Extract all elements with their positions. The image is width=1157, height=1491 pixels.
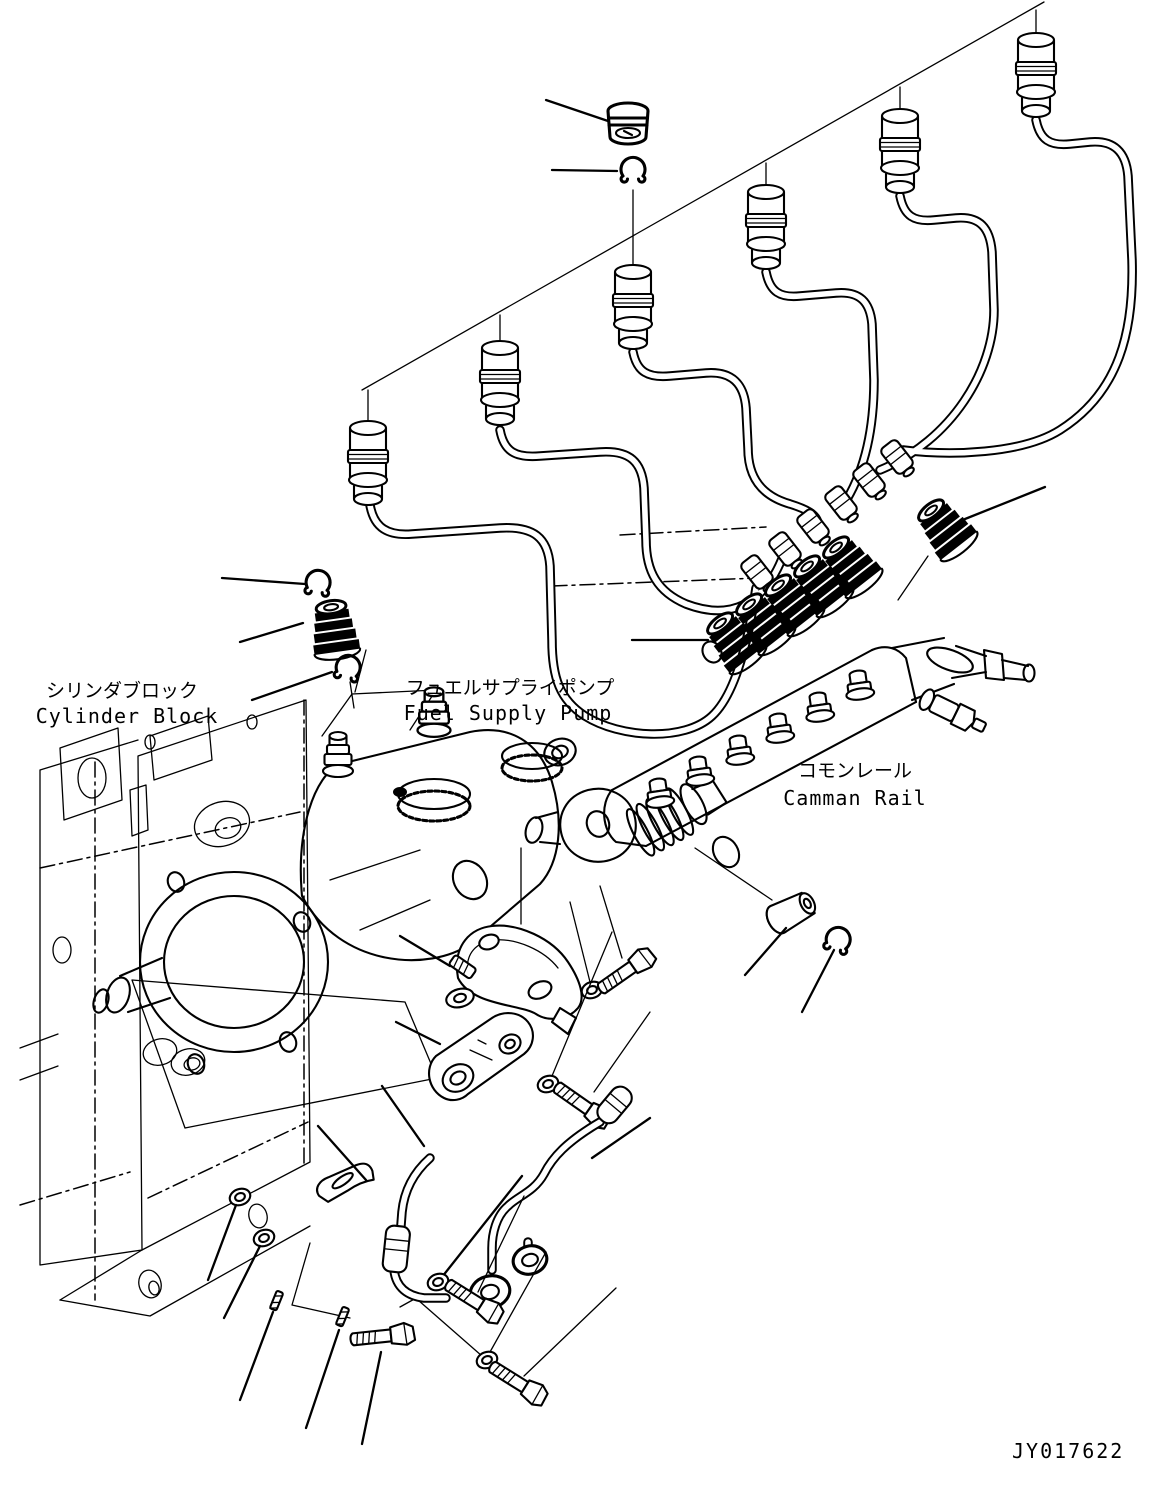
bolt-5 [483, 1355, 552, 1411]
cylinder-block-label-en: Cylinder Block [36, 704, 219, 728]
fuel-supply-pump [92, 649, 741, 1075]
pump-fitting-1 [321, 730, 355, 779]
snap-ring-4 [821, 922, 855, 957]
leader-lines-hardware [206, 1195, 617, 1446]
snap-ring-2 [302, 567, 334, 599]
washer-4 [250, 1225, 278, 1251]
rail-end-clevis [524, 787, 637, 863]
sleeve-left [305, 596, 363, 664]
fuel-supply-pump-label-en: Fuel Supply Pump [404, 701, 613, 725]
leader-lines-plug [544, 98, 619, 173]
labels: シリンダブロック Cylinder Block フュエルサプライポンプ Fuel… [36, 677, 1124, 1463]
cylinder-block-label-jp: シリンダブロック [46, 679, 198, 702]
rail-plug [606, 101, 650, 146]
tube-connector-nuts [346, 31, 1058, 507]
snap-ring-top [619, 155, 647, 184]
tube-fitting-body [381, 1224, 411, 1274]
tube-sleeve-end [596, 1085, 633, 1125]
fuel-supply-pump-label-jp: フュエルサプライポンプ [406, 677, 614, 699]
leader-lines-tube [316, 1084, 652, 1279]
bracket-plate [455, 847, 583, 1036]
cylinder-block [19, 699, 311, 1317]
sleeve-and-snap-rings [220, 567, 365, 709]
leader-lines-caps [630, 485, 1047, 642]
common-rail [524, 636, 1036, 901]
bottom-hardware [206, 1184, 617, 1446]
bolt-3 [348, 1320, 417, 1352]
spring-pin-1 [268, 1289, 285, 1312]
bolt-with-washer [448, 954, 477, 980]
rail-bushing [743, 891, 855, 1014]
drawing-number: JY017622 [1012, 1439, 1124, 1463]
fuel-tube-assembly [315, 1084, 652, 1310]
injection-sleeve-cap-single [907, 489, 984, 568]
pump-knurled-towers [393, 737, 577, 823]
common-rail-label-en: Camman Rail [783, 786, 926, 810]
common-rail-label-jp: コモンレール [798, 760, 912, 782]
bracket-hardware [398, 885, 660, 1009]
tube-clamp [315, 1162, 375, 1203]
spring-pin-2 [334, 1305, 351, 1328]
rail-pressure-limiter [701, 636, 1036, 733]
washer-3 [226, 1184, 254, 1210]
elbow-connector [394, 931, 651, 1133]
